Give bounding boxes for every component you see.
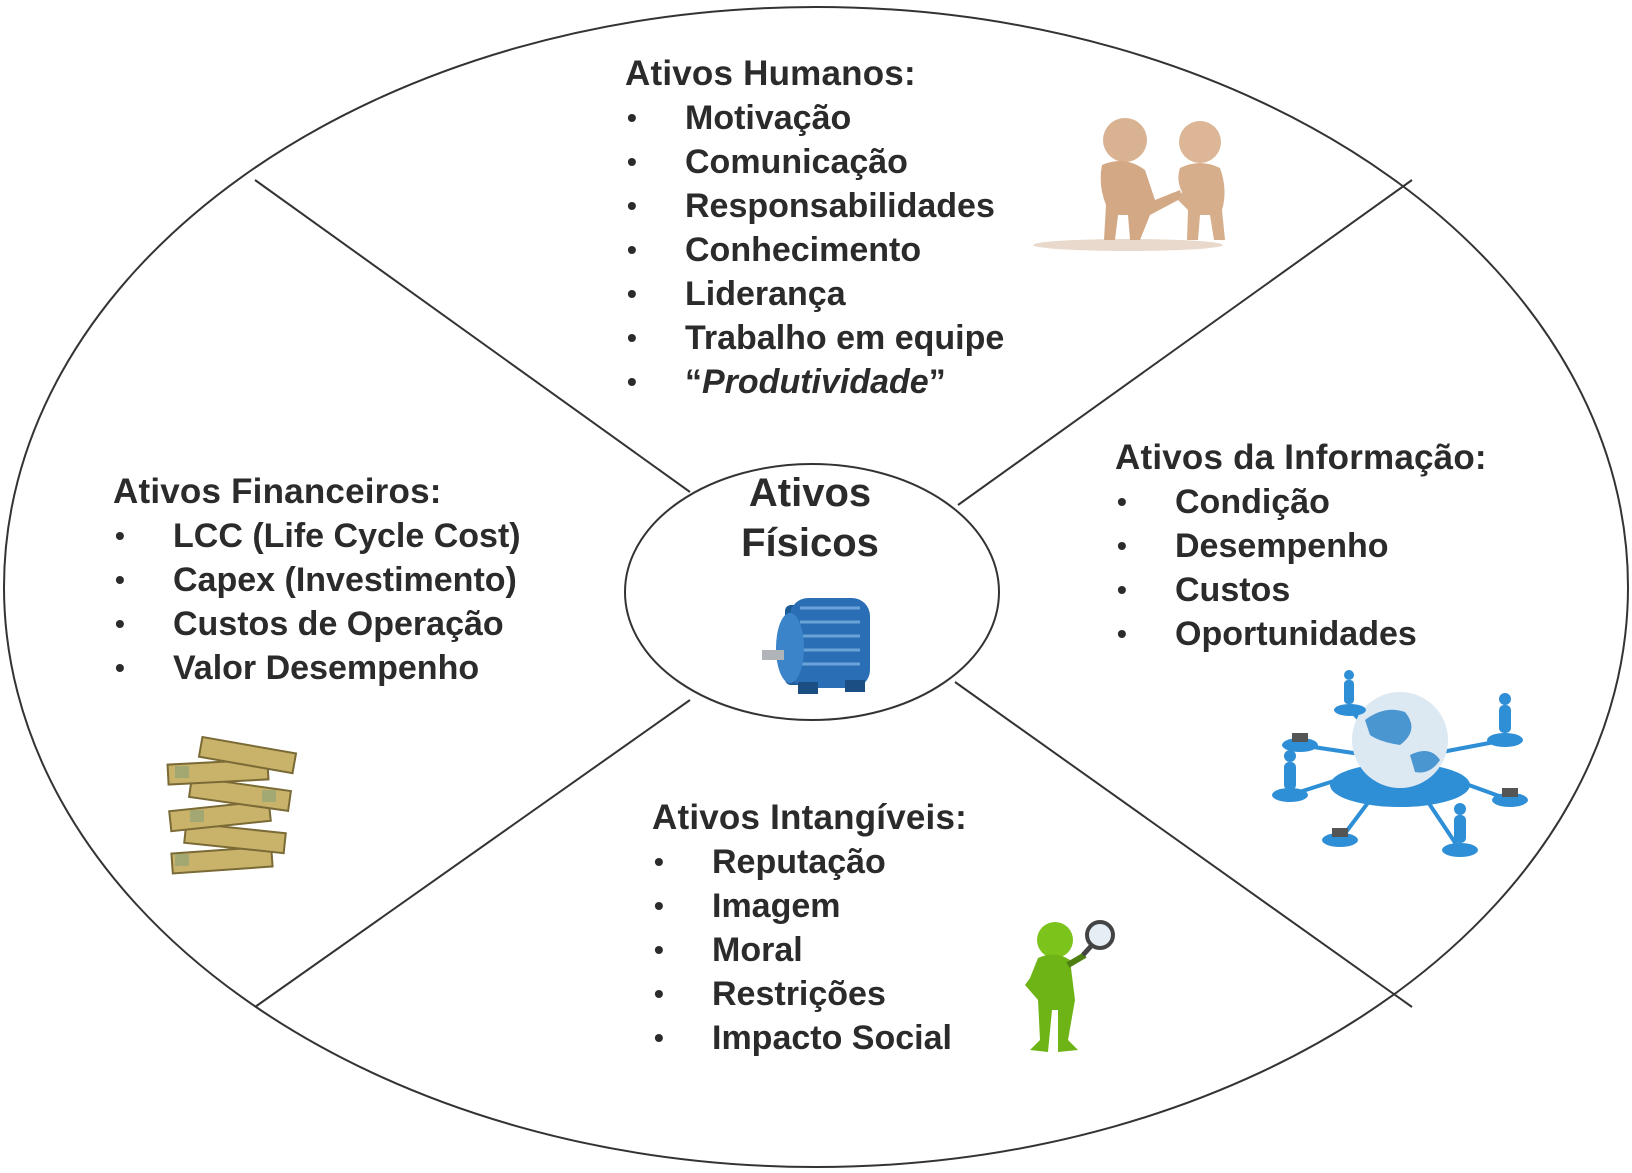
list-item: Moral bbox=[652, 928, 967, 972]
divider-top-left bbox=[254, 179, 691, 493]
ativos-humanos-block: Ativos Humanos: Motivação Comunicação Re… bbox=[625, 52, 1004, 404]
list-item: Capex (Investimento) bbox=[113, 558, 521, 602]
ativos-informacao-title: Ativos da Informação: bbox=[1115, 438, 1487, 477]
handshake-figures-icon bbox=[1033, 118, 1225, 251]
list-item: Custos bbox=[1115, 568, 1487, 612]
center-label-line1: Ativos bbox=[748, 471, 872, 515]
divider-bottom-left bbox=[254, 699, 691, 1008]
center-ellipse bbox=[624, 463, 1000, 721]
list-item: Responsabilidades bbox=[625, 184, 1004, 228]
list-item: LCC (Life Cycle Cost) bbox=[113, 514, 521, 558]
list-item: Oportunidades bbox=[1115, 612, 1487, 656]
electric-motor-icon bbox=[762, 598, 870, 694]
close-quote: ” bbox=[928, 363, 946, 401]
ativos-informacao-block: Ativos da Informação: Condição Desempenh… bbox=[1115, 436, 1487, 656]
list-item: Trabalho em equipe bbox=[625, 316, 1004, 360]
ativos-intangiveis-title: Ativos Intangíveis: bbox=[652, 798, 967, 837]
divider-bottom-right bbox=[954, 681, 1413, 1008]
ativos-intangiveis-list: Reputação Imagem Moral Restrições Impact… bbox=[652, 840, 967, 1060]
center-label-line2: Físicos bbox=[741, 521, 879, 565]
center-label: Ativos Físicos bbox=[640, 468, 980, 568]
list-item: Custos de Operação bbox=[113, 602, 521, 646]
ativos-financeiros-list: LCC (Life Cycle Cost) Capex (Investiment… bbox=[113, 514, 521, 690]
divider-top-right bbox=[957, 179, 1413, 506]
magnifier-figure-icon bbox=[1025, 920, 1115, 1052]
list-item: Desempenho bbox=[1115, 524, 1487, 568]
ativos-intangiveis-block: Ativos Intangíveis: Reputação Imagem Mor… bbox=[652, 796, 967, 1060]
list-item: Condição bbox=[1115, 480, 1487, 524]
list-item-produtividade: “Produtividade” bbox=[625, 360, 1004, 404]
produtividade-text: Produtividade bbox=[702, 363, 929, 401]
global-network-icon bbox=[1272, 670, 1528, 857]
list-item: Reputação bbox=[652, 840, 967, 884]
ativos-humanos-title: Ativos Humanos: bbox=[625, 54, 916, 93]
list-item: Valor Desempenho bbox=[113, 646, 521, 690]
ativos-financeiros-block: Ativos Financeiros: LCC (Life Cycle Cost… bbox=[113, 470, 521, 690]
ativos-financeiros-title: Ativos Financeiros: bbox=[113, 472, 442, 511]
list-item: Comunicação bbox=[625, 140, 1004, 184]
list-item: Liderança bbox=[625, 272, 1004, 316]
list-item: Imagem bbox=[652, 884, 967, 928]
ativos-informacao-list: Condição Desempenho Custos Oportunidades bbox=[1115, 480, 1487, 656]
list-item: Conhecimento bbox=[625, 228, 1004, 272]
ativos-humanos-list: Motivação Comunicação Responsabilidades … bbox=[625, 96, 1004, 404]
money-stack-icon bbox=[166, 735, 298, 875]
list-item: Motivação bbox=[625, 96, 1004, 140]
list-item: Impacto Social bbox=[652, 1016, 967, 1060]
list-item: Restrições bbox=[652, 972, 967, 1016]
open-quote: “ bbox=[685, 363, 702, 401]
